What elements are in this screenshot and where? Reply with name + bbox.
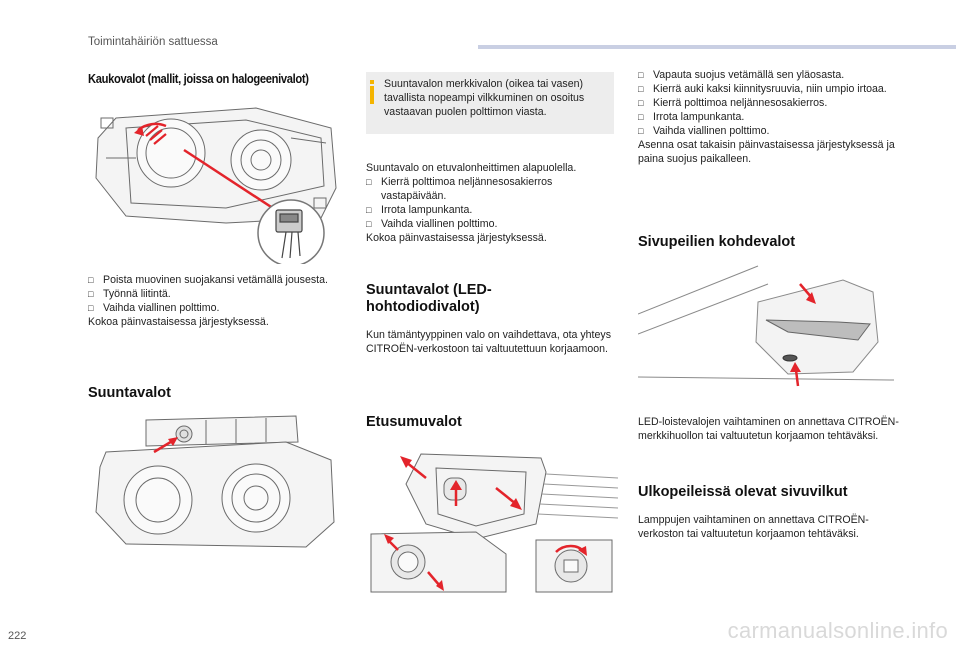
list-item: Työnnä liitintä. xyxy=(88,287,350,301)
list-item: Vapauta suojus vetämällä sen yläosasta. xyxy=(638,68,900,82)
info-box: Suuntavalon merkkivalon (oikea tai vasen… xyxy=(366,72,614,134)
etusumu-instructions: Vapauta suojus vetämällä sen yläosasta. … xyxy=(638,68,900,166)
reassembly-note: Kokoa päinvastaisessa järjestyksessä. xyxy=(366,232,547,244)
side-mirror-figure xyxy=(638,265,894,387)
intro-text: Suuntavalo on etuvalonheittimen alapuole… xyxy=(366,162,577,174)
list-item: Vaihda viallinen polttimo. xyxy=(366,217,616,231)
heading-sivupeili: Sivupeilien kohdevalot xyxy=(638,234,796,250)
reassembly-note: Kokoa päinvastaisessa järjestyksessä. xyxy=(88,316,269,328)
heading-suuntavalot: Suuntavalot xyxy=(88,385,171,401)
list-item: Kierrä polttimoa neljännesosakierros vas… xyxy=(366,175,616,203)
list-item: Poista muovinen suojakansi vetämällä jou… xyxy=(88,273,350,287)
reassembly-note: Asenna osat takaisin päinvastaisessa jär… xyxy=(638,139,895,165)
heading-ulkopeili: Ulkopeileissä olevat sivuvilkut xyxy=(638,484,848,500)
halogen-headlamp-figure xyxy=(95,107,337,264)
list-item: Vaihda viallinen polttimo. xyxy=(638,124,900,138)
list-item: Vaihda viallinen polttimo. xyxy=(88,301,350,315)
sivupeili-text: LED-loistevalojen vaihtaminen on annetta… xyxy=(638,416,899,442)
section-title: Toimintahäiriön sattuessa xyxy=(88,36,218,48)
info-text: Suuntavalon merkkivalon (oikea tai vasen… xyxy=(384,78,585,118)
page-number: 222 xyxy=(8,630,27,642)
watermark: carmanualsonline.info xyxy=(727,618,948,643)
heading-halogen: Kaukovalot (mallit, joissa on halogeeniv… xyxy=(88,71,309,86)
info-icon xyxy=(370,80,374,104)
heading-led: Suuntavalot (LED-hohtodiodivalot) xyxy=(366,282,492,315)
halogen-instructions: Poista muovinen suojakansi vetämällä jou… xyxy=(88,273,350,329)
indicator-headlamp-figure xyxy=(95,415,335,548)
list-item: Irrota lampunkanta. xyxy=(366,203,616,217)
list-item: Kierrä auki kaksi kiinnitysruuvia, niin … xyxy=(638,82,900,96)
heading-etusumuvalot: Etusumuvalot xyxy=(366,414,462,430)
header-bar xyxy=(478,45,956,49)
fog-lamp-figure xyxy=(370,453,618,593)
list-item: Kierrä polttimoa neljännesosakierros. xyxy=(638,96,900,110)
suuntavalo-instructions: Suuntavalo on etuvalonheittimen alapuole… xyxy=(366,161,616,245)
list-item: Irrota lampunkanta. xyxy=(638,110,900,124)
ulkopeili-text: Lamppujen vaihtaminen on annettava CITRO… xyxy=(638,514,869,540)
led-text: Kun tämäntyyppinen valo on vaihdettava, … xyxy=(366,329,611,355)
